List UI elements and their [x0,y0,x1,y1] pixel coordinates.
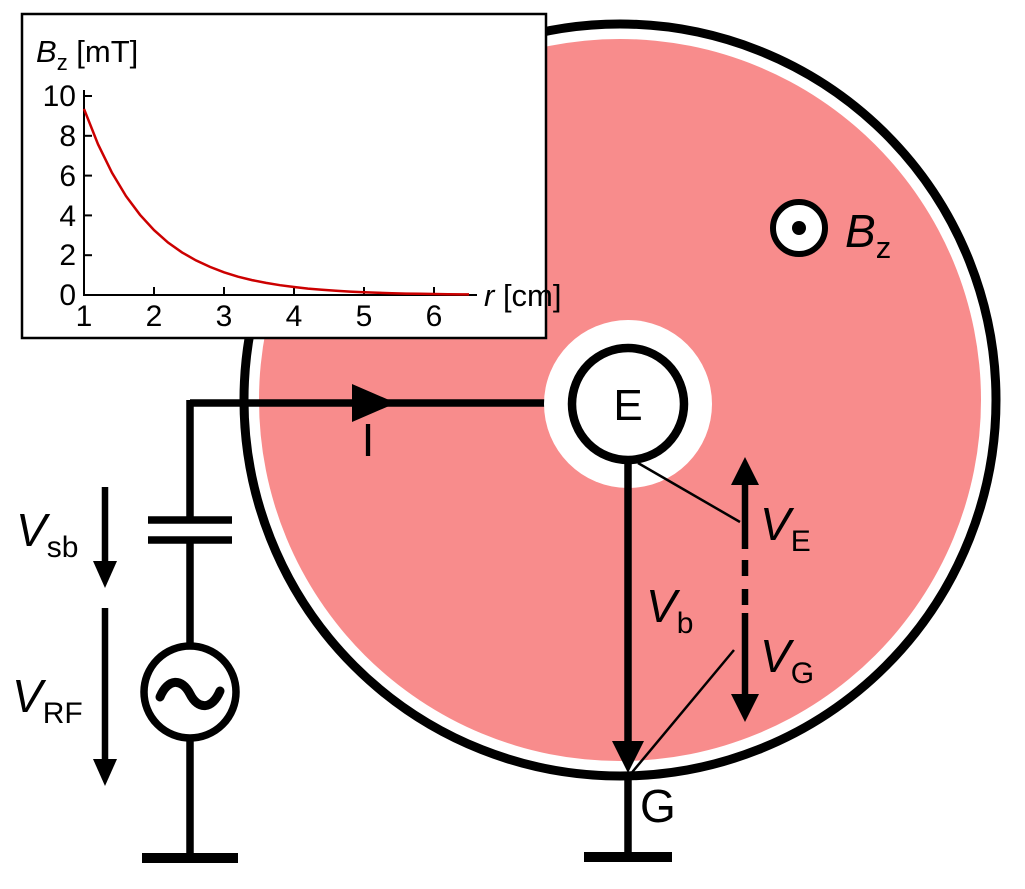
current-label: I [362,414,375,466]
vg-arrowhead-down [731,694,759,722]
inset-y-ticks [84,95,92,296]
x-tick-label: 4 [286,300,303,333]
y-tick-label: 4 [59,200,76,233]
electrode: E [544,320,712,488]
x-tick-label: 1 [76,300,93,333]
vb-annotation: Vb [612,461,693,773]
x-tick-label: 5 [356,300,373,333]
vsb-arrowhead [93,561,117,588]
inset-ylabel: Bz [mT] [36,34,138,75]
y-tick-label: 8 [59,120,76,153]
ground-terminal: G [584,777,676,862]
connector-line-e [637,461,741,524]
inset-x-tick-labels: 1 2 3 4 5 6 [76,300,443,333]
x-tick-label: 6 [426,300,443,333]
vrf-label: VRF [12,670,83,730]
current-arrowhead [352,384,396,422]
vsb-label: Vsb [16,504,78,564]
ground-label: G [640,780,676,832]
vb-arrowhead [612,741,644,773]
inset-chart: 0 2 4 6 8 10 1 2 3 4 5 6 Bz [mT] r [cm] [20,12,562,340]
vb-label: Vb [646,580,693,640]
x-tick-label: 3 [216,300,233,333]
inset-frame [20,12,548,340]
x-tick-label: 2 [146,300,163,333]
sine-wave-icon [155,677,225,711]
bz-curve [82,108,469,296]
connector-line-g [628,649,735,777]
y-tick-label: 0 [59,279,76,312]
veg-annotation: VE VG [628,457,814,777]
ve-arrowhead-up [731,457,759,485]
y-tick-label: 6 [59,160,76,193]
vg-label: VG [760,630,814,690]
vrf-annotation: VRF [12,608,117,786]
inset-xlabel: r [cm] [484,278,562,313]
electrode-label: E [613,381,642,430]
ve-label: VE [760,498,811,558]
inset-y-tick-labels: 0 2 4 6 8 10 [43,80,76,312]
bz-field-marker: Bz [770,199,891,265]
rf-circuit [140,400,240,863]
bz-field-dot [792,221,806,235]
current-feed: I [190,384,574,466]
electrode-circle [567,343,689,465]
y-tick-label: 2 [59,239,76,272]
vrf-arrowhead [93,759,117,786]
y-tick-label: 10 [43,80,76,113]
bz-field-label: Bz [845,205,891,265]
vsb-annotation: Vsb [16,487,117,588]
